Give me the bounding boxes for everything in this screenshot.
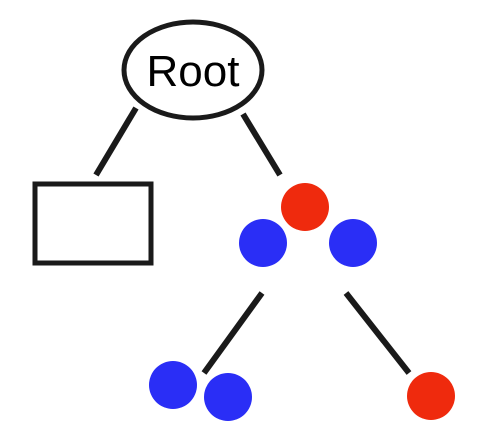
box-node [32,181,154,266]
blue-node-bottom-2 [204,373,252,421]
root-label: Root [147,47,240,96]
blue-node-bottom-1 [149,361,197,409]
red-node-bottom [407,372,455,420]
edge-blue-right-to-red-bottom [343,291,412,375]
edge-root-to-box [93,106,139,177]
root-node: Root [121,19,265,121]
edge-blue-left-to-bottom [201,291,265,375]
edge-root-to-red-top [240,112,283,177]
blue-node-right [329,219,377,267]
red-node-top [281,183,329,231]
blue-node-left [239,219,287,267]
root-ellipse [121,19,265,121]
